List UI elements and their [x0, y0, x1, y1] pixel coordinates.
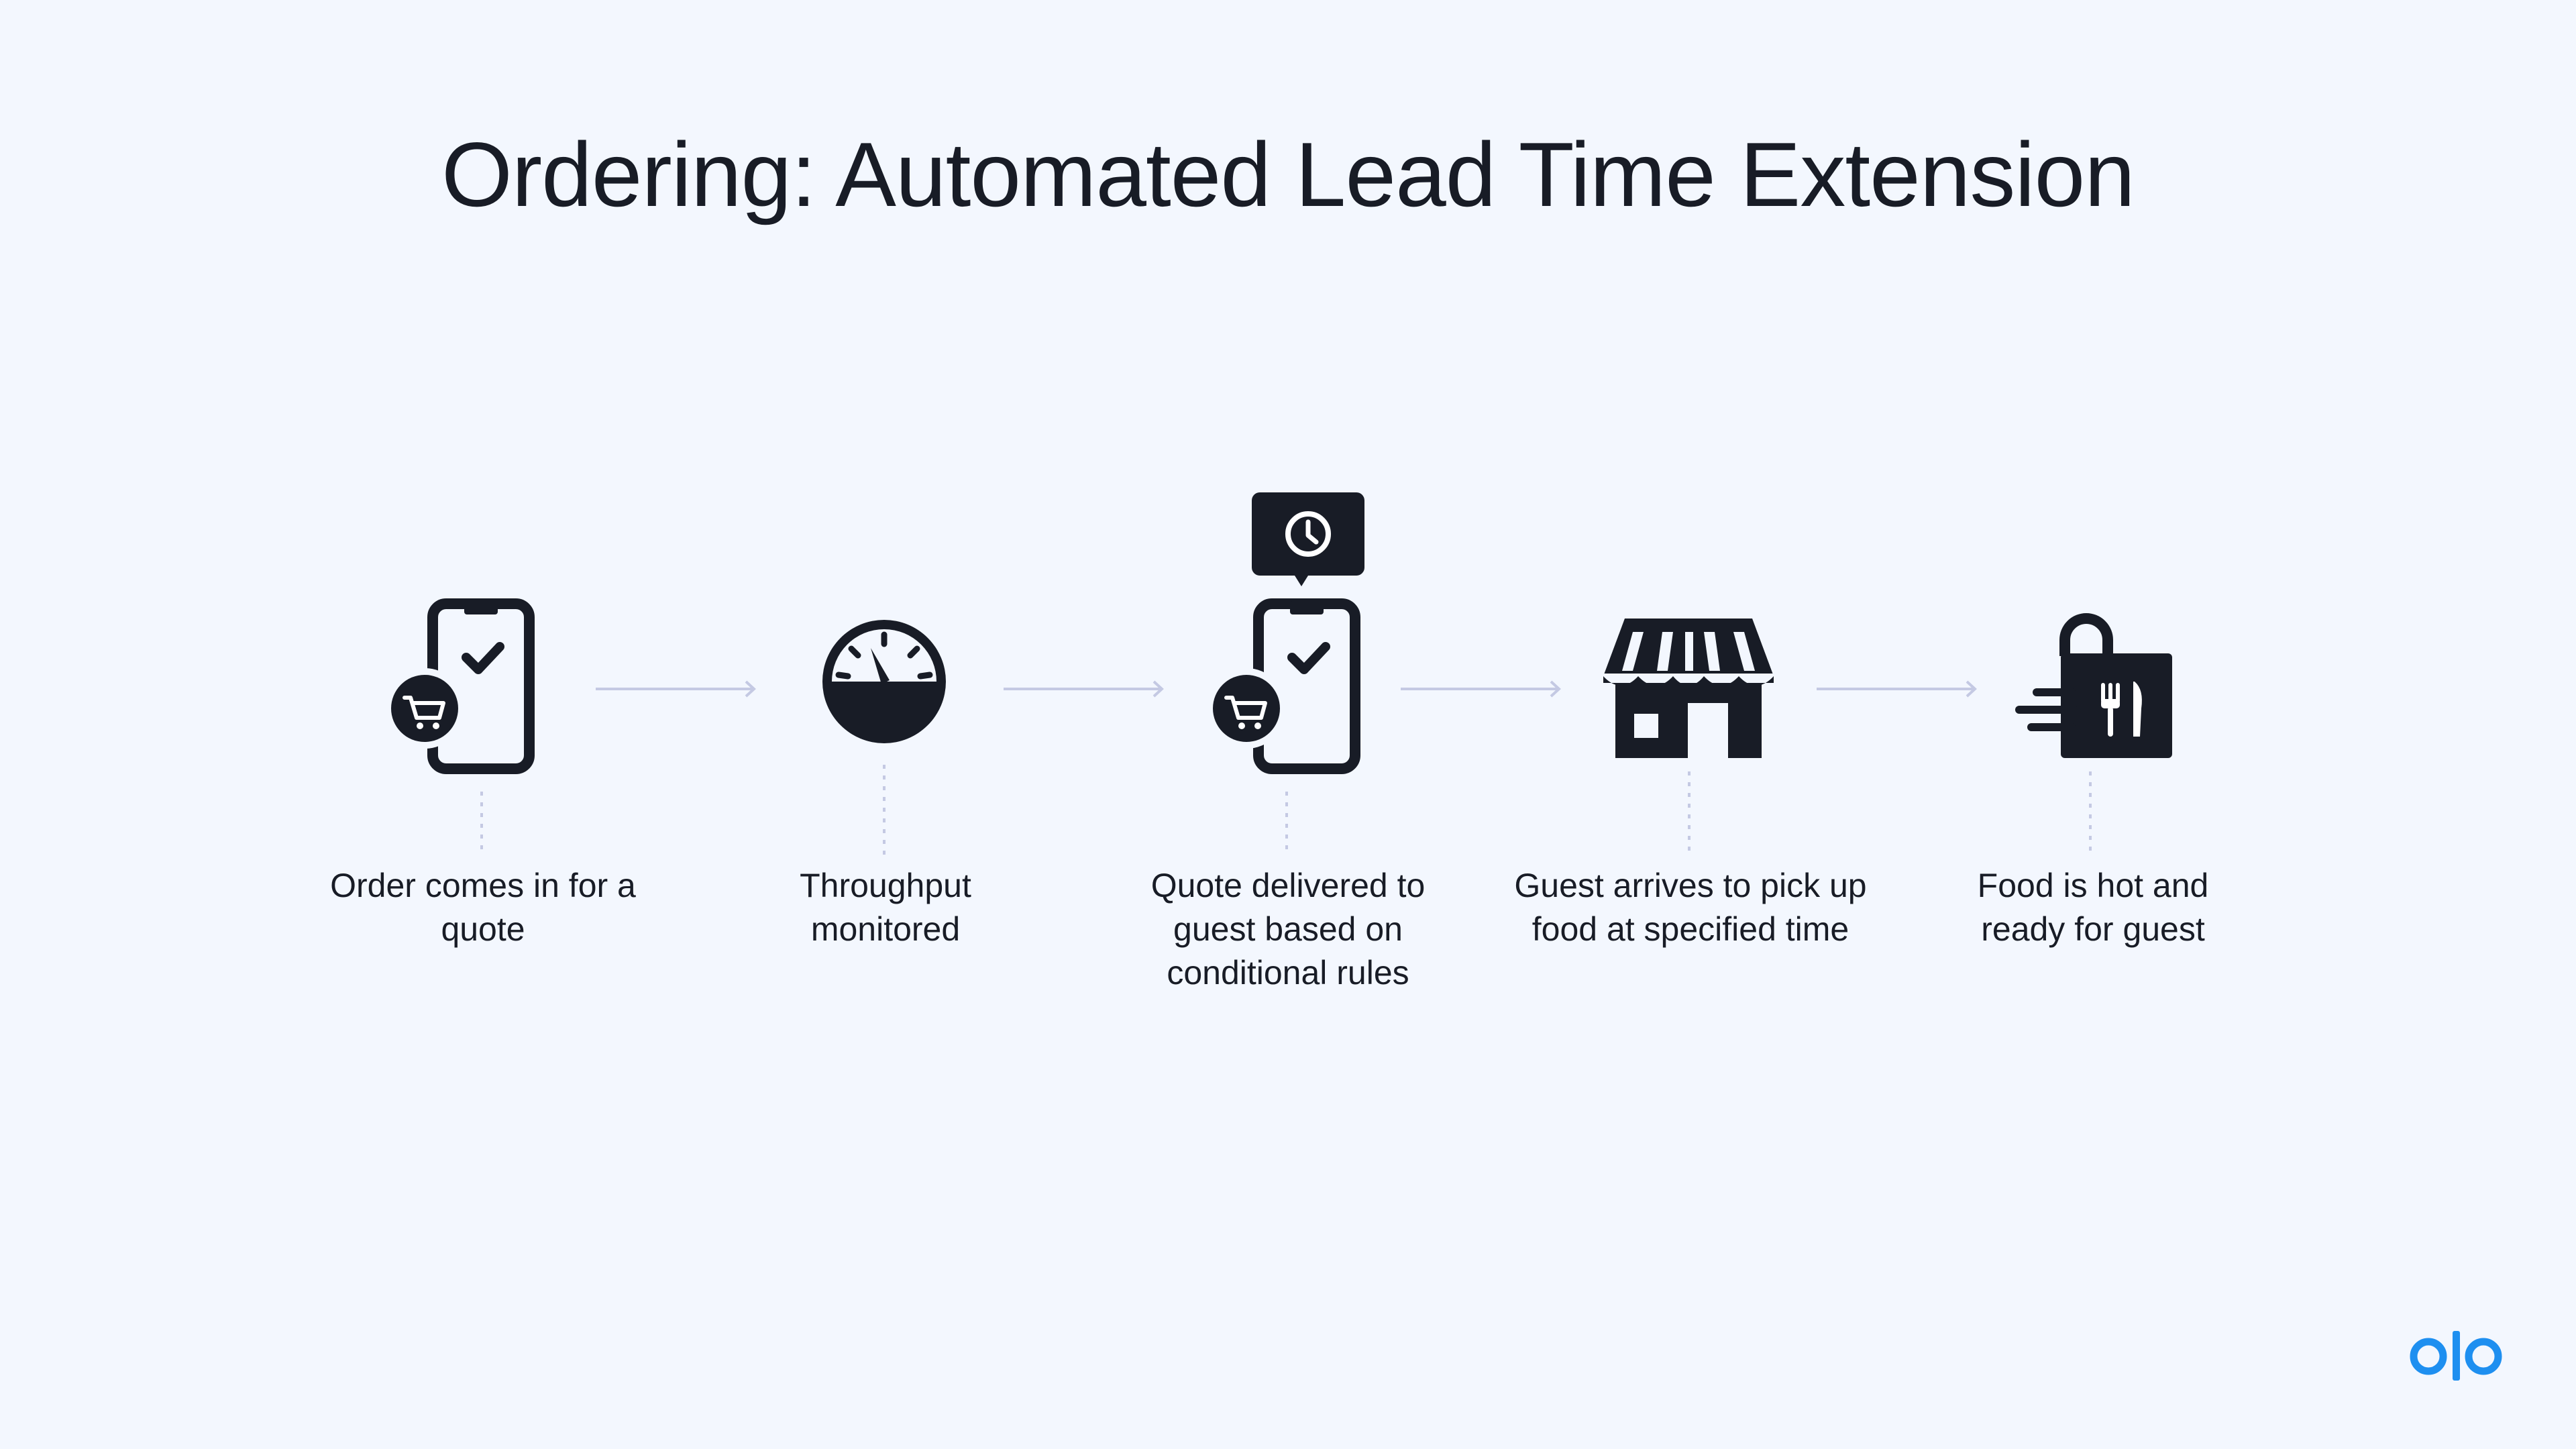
dotted-leader	[1285, 792, 1288, 855]
storefront-icon	[1602, 619, 1775, 758]
phone-clock-icon	[1206, 492, 1364, 774]
page-title: Ordering: Automated Lead Time Extension	[441, 123, 2135, 225]
step-label-guest-arrives: Guest arrives to pick up food at specifi…	[1514, 867, 1867, 948]
olo-logo-icon	[2410, 1331, 2502, 1381]
dotted-leader	[480, 792, 483, 855]
food-bag-icon	[2015, 613, 2172, 758]
step-label-throughput-monitored: Throughput monitored	[800, 867, 971, 948]
flow-arrow	[1401, 680, 1561, 698]
step-label-quote-delivered: Quote delivered to guest based on condit…	[1150, 867, 1426, 991]
step-label-food-ready: Food is hot and ready for guest	[1977, 867, 2209, 948]
dotted-leader	[2089, 771, 2092, 855]
flow-arrow	[1004, 680, 1164, 698]
step-label-order-comes-in: Order comes in for a quote	[330, 867, 636, 948]
speedometer-icon	[822, 620, 946, 743]
dotted-leader	[883, 765, 885, 855]
dotted-leader	[1688, 771, 1690, 855]
flow-arrow	[1817, 680, 1977, 698]
flow-arrow	[596, 680, 756, 698]
phone-cart-icon	[384, 598, 535, 774]
